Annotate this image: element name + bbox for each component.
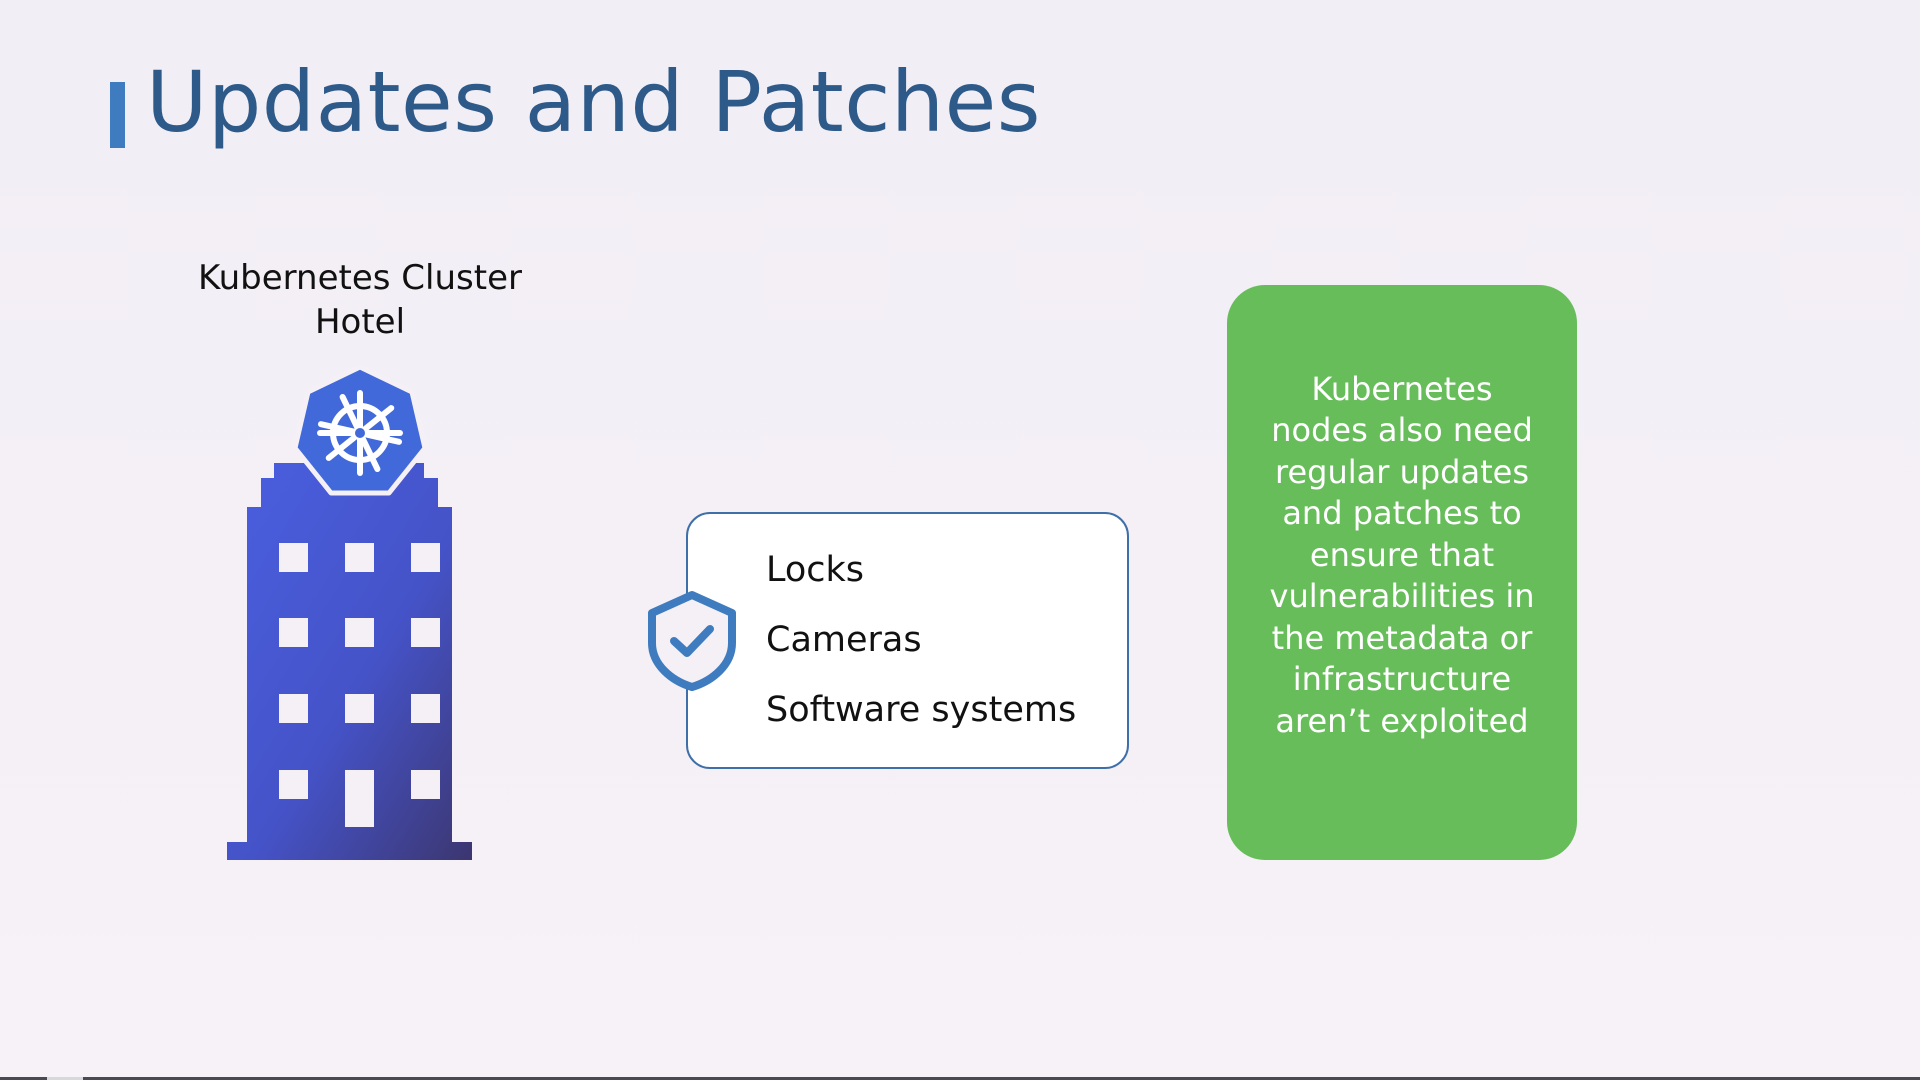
window [279,694,308,723]
kubernetes-hotel-building-icon [227,365,472,860]
callout-text: Kubernetes nodes also need regular updat… [1237,369,1567,743]
shield-check-icon [648,591,736,691]
window [411,770,440,799]
kubernetes-logo-icon [292,365,428,496]
building-windows [279,543,440,827]
hotel-label-line-1: Kubernetes Cluster [198,258,522,298]
callout-line: ensure that [1309,535,1495,574]
list-item-locks: Locks [766,550,865,590]
callout-line: regular updates [1275,452,1529,491]
hotel-label-line-2: Hotel [314,302,406,342]
window [279,543,308,572]
window [411,694,440,723]
callout-card: Kubernetes nodes also need regular updat… [1227,285,1577,860]
callout-line: vulnerabilities in [1269,577,1535,616]
list-item-software-systems: Software systems [766,690,1077,730]
door [345,770,374,827]
video-progress-buffer [47,1077,83,1080]
callout-line: and patches to [1282,494,1522,533]
callout-line: Kubernetes [1311,369,1493,408]
window [345,543,374,572]
callout-line: aren’t exploited [1275,701,1529,740]
hotel-label: Kubernetes Cluster Hotel [160,256,560,344]
security-list-box: Locks Cameras Software systems [686,512,1129,769]
window [279,770,308,799]
page-title: Updates and Patches [146,53,1042,151]
window [345,618,374,647]
window [411,543,440,572]
window [411,618,440,647]
window [279,618,308,647]
callout-line: the metadata or [1271,618,1533,657]
list-item-cameras: Cameras [766,620,922,660]
callout-line: infrastructure [1292,660,1512,699]
window [345,694,374,723]
callout-line: nodes also need [1271,411,1533,450]
title-accent-bar [110,82,125,148]
video-progress-track[interactable] [0,1077,1920,1080]
